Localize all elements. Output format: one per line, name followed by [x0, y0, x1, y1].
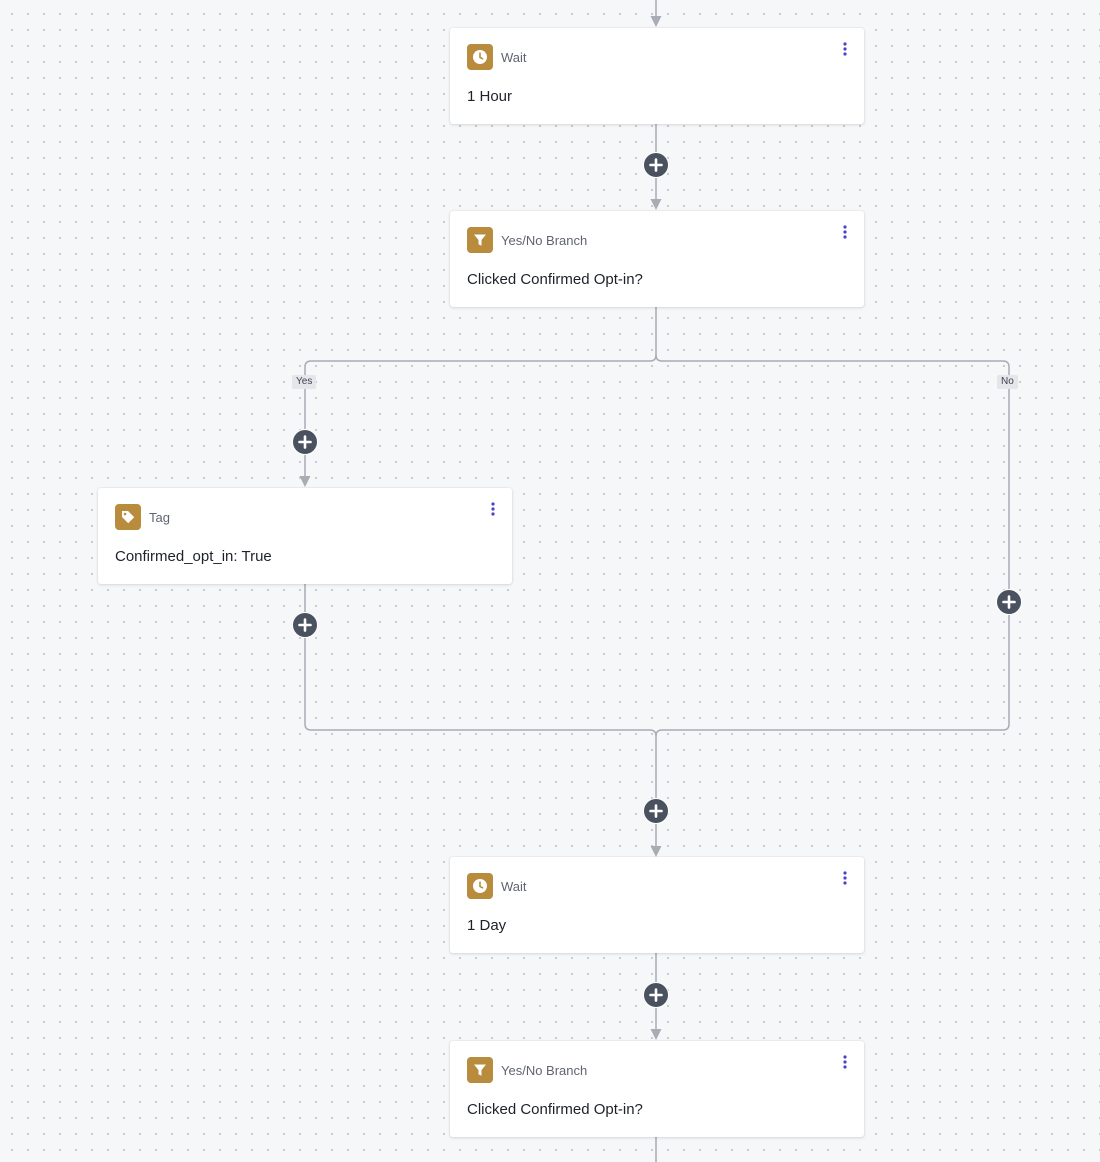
- filter-icon: [467, 1057, 493, 1083]
- add-step-button[interactable]: [643, 982, 669, 1008]
- add-step-button[interactable]: [643, 152, 669, 178]
- more-vertical-icon[interactable]: [834, 38, 856, 60]
- step-type-label: Yes/No Branch: [501, 1063, 588, 1078]
- step-type-label: Wait: [501, 50, 527, 65]
- add-step-button[interactable]: [292, 612, 318, 638]
- more-vertical-icon[interactable]: [482, 498, 504, 520]
- step-card-branch[interactable]: Yes/No Branch Clicked Confirmed Opt-in?: [450, 1041, 864, 1137]
- step-card-tag[interactable]: Tag Confirmed_opt_in: True: [98, 488, 512, 584]
- clock-icon: [467, 873, 493, 899]
- step-card-wait[interactable]: Wait 1 Day: [450, 857, 864, 953]
- add-step-button[interactable]: [996, 589, 1022, 615]
- add-step-button[interactable]: [292, 429, 318, 455]
- more-vertical-icon[interactable]: [834, 221, 856, 243]
- step-type-label: Yes/No Branch: [501, 233, 588, 248]
- plus-icon: [649, 988, 663, 1002]
- plus-icon: [298, 435, 312, 449]
- branch-no-label: No: [997, 375, 1018, 389]
- arrow-head: [650, 846, 662, 857]
- connector-line: [304, 584, 657, 850]
- step-value-label: Clicked Confirmed Opt-in?: [467, 1101, 643, 1118]
- connector-line: [304, 307, 657, 480]
- step-value-label: 1 Day: [467, 917, 507, 934]
- clock-icon: [467, 44, 493, 70]
- plus-icon: [649, 804, 663, 818]
- arrow-head: [299, 476, 311, 487]
- step-type-label: Tag: [149, 510, 170, 525]
- plus-icon: [298, 618, 312, 632]
- plus-icon: [649, 158, 663, 172]
- step-value-label: 1 Hour: [467, 88, 513, 105]
- step-value-label: Confirmed_opt_in: True: [115, 548, 272, 565]
- arrow-head: [650, 1029, 662, 1040]
- step-value-label: Clicked Confirmed Opt-in?: [467, 271, 643, 288]
- tag-icon: [115, 504, 141, 530]
- add-step-button[interactable]: [643, 798, 669, 824]
- more-vertical-icon[interactable]: [834, 1051, 856, 1073]
- filter-icon: [467, 227, 493, 253]
- step-type-label: Wait: [501, 879, 527, 894]
- more-vertical-icon[interactable]: [834, 867, 856, 889]
- arrow-head: [650, 199, 662, 210]
- plus-icon: [1002, 595, 1016, 609]
- step-card-branch[interactable]: Yes/No Branch Clicked Confirmed Opt-in?: [450, 211, 864, 307]
- branch-yes-label: Yes: [292, 375, 317, 389]
- arrow-head: [650, 16, 662, 27]
- connector-line: [655, 354, 1010, 737]
- step-card-wait[interactable]: Wait 1 Hour: [450, 28, 864, 124]
